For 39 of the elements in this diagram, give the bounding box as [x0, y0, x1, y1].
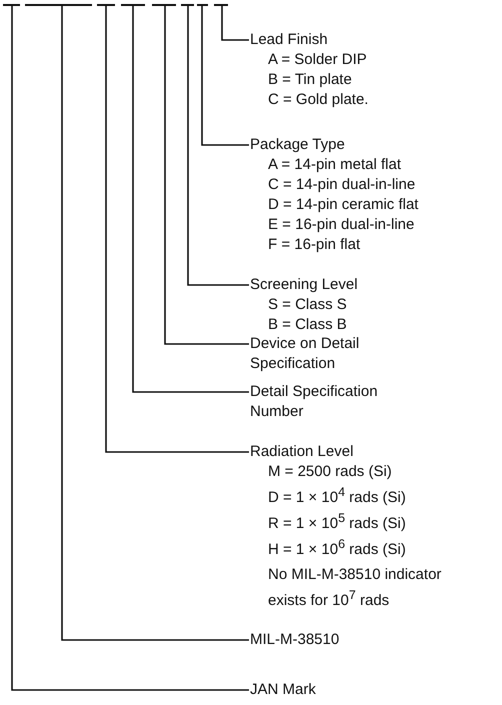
- code-definition: A = 14-pin metal flat: [268, 155, 402, 175]
- underline-bar: [181, 4, 194, 6]
- field-heading: Package Type: [250, 135, 346, 155]
- leader-line: [164, 6, 249, 345]
- underline-bar: [3, 4, 20, 6]
- leader-line: [187, 6, 249, 286]
- underline-bar: [152, 4, 176, 6]
- code-definition: A = Solder DIP: [268, 50, 368, 70]
- code-definition: R = 1 × 10$^{5}$ rads (Si): [268, 510, 407, 534]
- code-definition: D = 1 × 10$^{4}$ rads (Si): [268, 484, 407, 508]
- code-definition: F = 16-pin flat: [268, 235, 362, 255]
- leader-line: [61, 6, 249, 641]
- field-heading: JAN Mark: [250, 680, 317, 700]
- underline-bar: [214, 4, 228, 6]
- field-heading: Radiation Level: [250, 442, 354, 462]
- code-definition: S = Class S: [268, 295, 348, 315]
- field-heading: Screening Level: [250, 275, 359, 295]
- code-definition: M = 2500 rads (Si): [268, 462, 393, 482]
- code-definition: B = Tin plate: [268, 70, 353, 90]
- note: No MIL-M-38510 indicator exists for 10$^{7}$ rads: [268, 565, 442, 611]
- code-definition: E = 16-pin dual-in-line: [268, 215, 416, 235]
- leader-line: [105, 6, 249, 453]
- leader-line: [11, 6, 249, 691]
- leader-line: [221, 6, 249, 41]
- underline-bar: [197, 4, 208, 6]
- field-heading: MIL-M-38510: [250, 630, 340, 650]
- field-heading: Lead Finish: [250, 30, 329, 50]
- field-heading: Detail Specification Number: [250, 382, 379, 422]
- underline-bar: [121, 4, 145, 6]
- underline-bar: [25, 4, 92, 6]
- code-definition: H = 1 × 10$^{6}$ rads (Si): [268, 536, 407, 560]
- code-definition: D = 14-pin ceramic flat: [268, 195, 420, 215]
- code-definition: B = Class B: [268, 315, 348, 335]
- field-heading: Device on Detail Specification: [250, 334, 360, 374]
- leader-line: [132, 6, 249, 393]
- leader-line: [201, 6, 249, 146]
- underline-bar: [97, 4, 115, 6]
- code-definition: C = Gold plate.: [268, 90, 370, 110]
- code-definition: C = 14-pin dual-in-line: [268, 175, 416, 195]
